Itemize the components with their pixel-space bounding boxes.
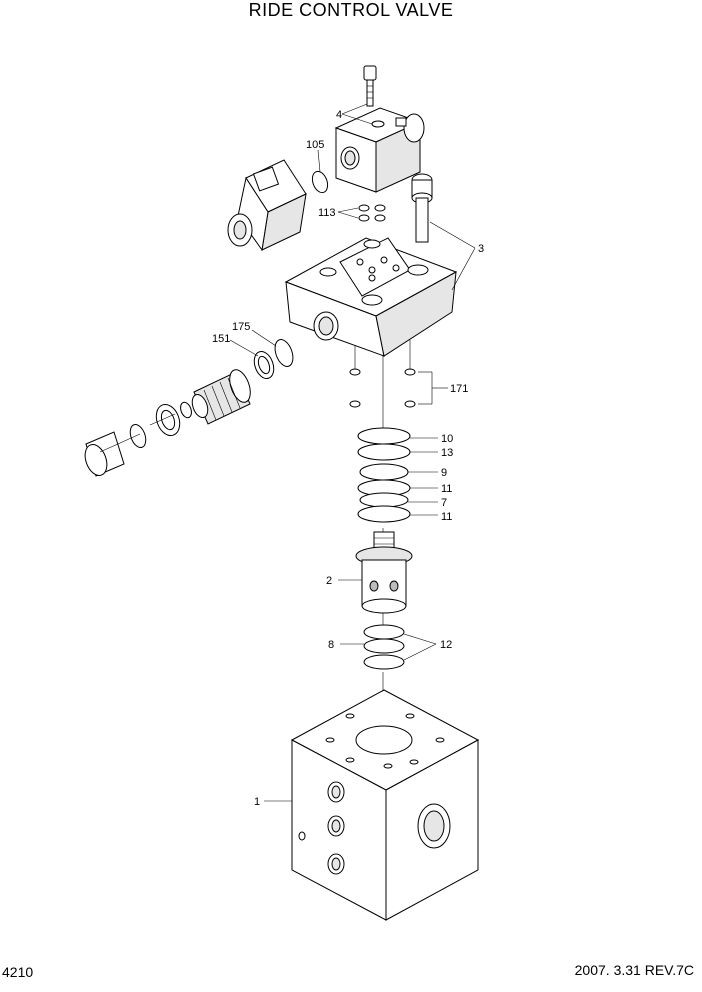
cap-screw [411, 173, 433, 243]
relief-valve-cartridge [84, 339, 294, 477]
solenoid-valve-block [334, 107, 425, 193]
callout-171: 171 [450, 383, 468, 395]
page-number: 4210 [2, 964, 34, 980]
callout-12: 12 [440, 639, 452, 651]
callout-10: 10 [441, 433, 453, 445]
o-ring-105 [311, 170, 329, 194]
callout-7: 7 [441, 497, 447, 509]
cartridge-part-2 [355, 531, 413, 614]
bolt-part-4 [363, 65, 377, 107]
washers-171 [349, 368, 416, 408]
seal-rings-113 [358, 204, 386, 222]
page-title: RIDE CONTROL VALVE [248, 0, 454, 20]
callout-8: 8 [328, 639, 334, 651]
rings-8-12 [363, 624, 405, 670]
solenoid-coil [227, 159, 307, 252]
callout-11: 11 [441, 511, 452, 523]
callout-1: 1 [254, 796, 260, 808]
callout-11: 11 [441, 483, 452, 495]
callout-4: 4 [336, 109, 342, 121]
callout-175: 175 [232, 321, 250, 333]
callout-13: 13 [441, 447, 453, 459]
valve-body-part-1 [290, 689, 480, 921]
callout-151: 151 [212, 333, 230, 345]
callout-113: 113 [318, 207, 336, 219]
revision-date: 2007. 3.31 REV.7C [574, 962, 694, 978]
leader-lines [229, 103, 476, 802]
callout-3: 3 [478, 243, 484, 255]
seal-ring-stack [357, 427, 411, 523]
callout-2: 2 [326, 575, 332, 587]
callout-9: 9 [441, 467, 447, 479]
callout-105: 105 [306, 139, 324, 151]
manifold-block-part-3 [284, 237, 458, 357]
